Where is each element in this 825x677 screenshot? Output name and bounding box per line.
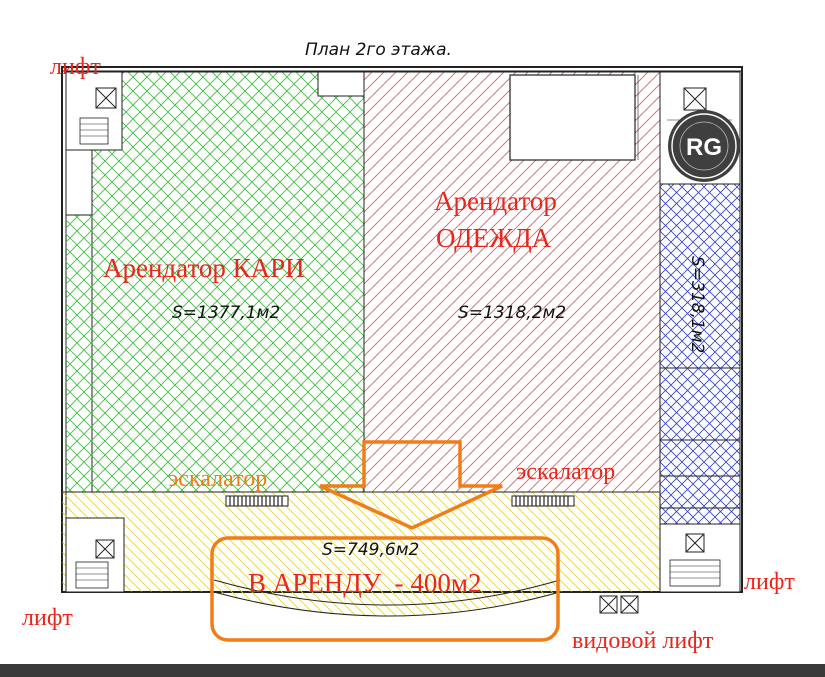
callout-box (210, 536, 560, 642)
callout-text: В АРЕНДУ - 400м2 (248, 568, 481, 598)
zone-odezhda-name-line1: Арендатор (434, 186, 557, 216)
label-lift-bottom-left: лифт (22, 605, 73, 631)
zone-kari-area: S=1377,1м2 (172, 303, 280, 323)
left-top-stair-core (65, 71, 365, 216)
label-lift-bottom-right: лифт (744, 569, 795, 595)
rg-logo-text: RG (686, 134, 722, 161)
orange-arrow (319, 440, 503, 530)
zone-odezhda-area: S=1318,2м2 (458, 303, 566, 323)
rg-logo (668, 110, 740, 182)
zone-blue-area: S=318,1м2 (687, 256, 707, 353)
zone-odezhda-room (509, 74, 636, 161)
zone-odezhda-name-line2: ОДЕЖДА (436, 223, 552, 253)
zone-gallery-area: S=749,6м2 (322, 540, 419, 560)
label-escalator-left: эскалатор (168, 466, 267, 492)
escalator-right (511, 495, 575, 507)
zone-kari-name: Арендатор КАРИ (103, 253, 305, 283)
label-panoramic-lift: видовой лифт (572, 628, 714, 654)
right-bottom-stair-core (659, 523, 741, 593)
label-lift-top-left: лифт (50, 54, 101, 80)
panoramic-lift-boxes (599, 595, 639, 614)
zone-kari-fill (91, 71, 365, 493)
zone-kari-side-fill (66, 215, 93, 492)
left-bottom-stair-core (65, 517, 125, 593)
zone-blue-fill (659, 183, 741, 525)
bottom-bar (0, 664, 825, 677)
label-escalator-right: эскалатор (516, 459, 615, 485)
plan-title: План 2го этажа. (305, 40, 452, 60)
escalator-left (225, 495, 289, 507)
